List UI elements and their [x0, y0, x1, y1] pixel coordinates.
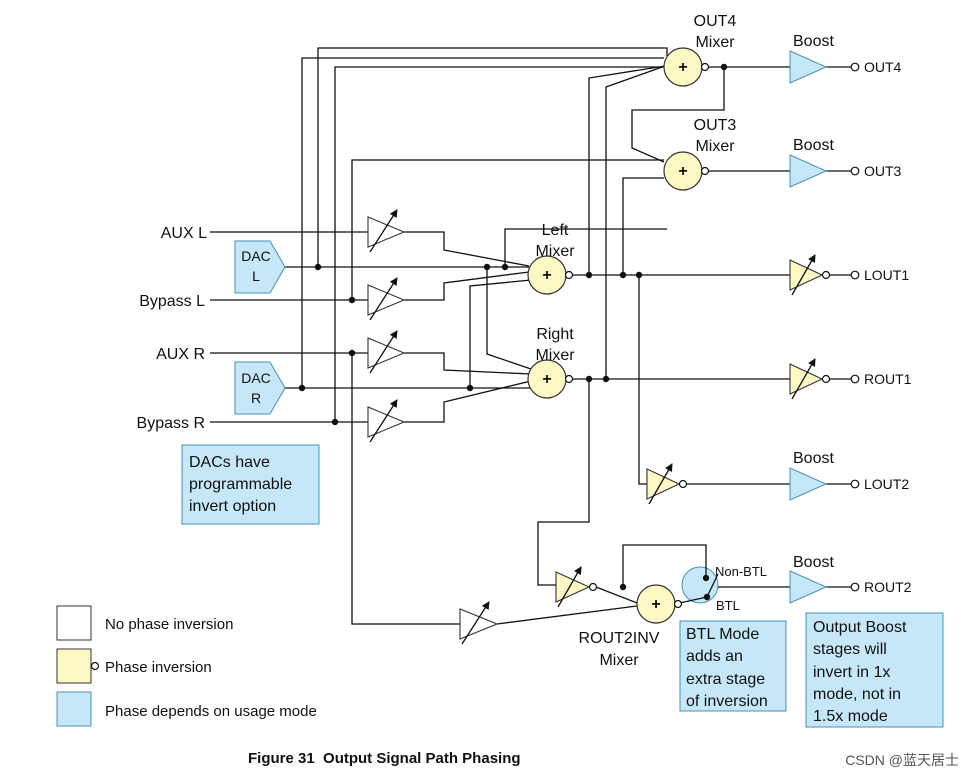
- boost-label: Boost: [793, 33, 834, 50]
- dacs-note-line: DACs have: [189, 454, 270, 471]
- legend-item-usage-mode: Phase depends on usage mode: [56, 691, 317, 727]
- btl-note-line: extra stage: [686, 671, 765, 688]
- pga-rout2-input: [459, 601, 499, 645]
- mixer-out3: + OUT3 Mixer: [663, 117, 737, 191]
- input-label-aux-l: AUX L: [161, 225, 207, 242]
- boost-note-box: [805, 612, 944, 728]
- boost-label: Boost: [793, 554, 834, 571]
- dacs-note: DACs have programmable invert option: [181, 444, 320, 525]
- mixer-label: OUT4: [694, 13, 737, 30]
- dacs-note-box: [181, 444, 320, 525]
- dac-label: L: [252, 268, 260, 284]
- junctions: [298, 63, 728, 601]
- boost-out3: Boost: [789, 137, 834, 188]
- boost-note-line: stages will: [813, 641, 887, 658]
- mixer-plus-symbol: +: [542, 267, 551, 284]
- mixer-label: Mixer: [535, 347, 575, 364]
- switch-label-non-btl: Non-BTL: [715, 564, 767, 579]
- input-label-bypass-l: Bypass L: [139, 293, 205, 310]
- mixer-plus-symbol: +: [678, 163, 687, 180]
- inversion-bubble-icon: [90, 661, 100, 671]
- mixer-label: Right: [536, 326, 574, 343]
- pga-bypass-r: [367, 399, 406, 443]
- output-label: LOUT2: [864, 476, 909, 492]
- switch-label-btl: BTL: [716, 598, 740, 613]
- pga-aux-l: [367, 209, 406, 253]
- legend-swatch: [56, 691, 92, 727]
- boost-out4: Boost: [789, 33, 834, 84]
- legend-swatch: [56, 605, 92, 641]
- boost-rout2: Boost: [789, 554, 834, 604]
- boost-note-line: mode, not in: [813, 686, 901, 703]
- mixer-label: ROUT2INV: [579, 630, 660, 647]
- mixer-label: Mixer: [535, 243, 575, 260]
- legend: No phase inversion Phase inversion Phase…: [56, 605, 317, 727]
- pga-aux-r: [367, 330, 406, 374]
- legend-item-no-inversion: No phase inversion: [56, 605, 233, 641]
- mixer-label: Mixer: [695, 34, 735, 51]
- legend-label: Phase depends on usage mode: [105, 703, 317, 720]
- boost-lout2: Boost: [789, 450, 834, 501]
- figure-caption: Figure 31 Output Signal Path Phasing: [248, 750, 521, 767]
- inverting-pga-lout2: [646, 463, 688, 505]
- output-out3: OUT3: [850, 163, 902, 179]
- mixer-plus-symbol: +: [651, 596, 660, 613]
- boost-label: Boost: [793, 450, 834, 467]
- mixer-label: Mixer: [599, 652, 639, 669]
- mixer-label: Mixer: [695, 138, 735, 155]
- output-rout2: ROUT2: [850, 579, 912, 595]
- dac-l: DAC L: [234, 240, 286, 294]
- mixer-rout2inv: + ROUT2INV Mixer: [579, 584, 683, 669]
- output-label: OUT4: [864, 59, 902, 75]
- boost-note-line: 1.5x mode: [813, 708, 888, 725]
- output-label: OUT3: [864, 163, 902, 179]
- inverting-pga-rout2: [555, 566, 598, 608]
- output-lout2: LOUT2: [850, 476, 909, 492]
- mixer-label: OUT3: [694, 117, 737, 134]
- dac-label: R: [251, 390, 261, 406]
- legend-label: Phase inversion: [105, 659, 212, 676]
- mixer-right: + Right Mixer: [527, 326, 575, 399]
- output-rout1: ROUT1: [850, 371, 912, 387]
- watermark: CSDN @蓝天居士: [845, 752, 959, 768]
- mixer-left: + Left Mixer: [527, 222, 575, 295]
- btl-note-line: BTL Mode: [686, 626, 759, 643]
- dac-r: DAC R: [234, 361, 286, 415]
- wiring: [210, 47, 851, 625]
- dacs-note-line: invert option: [189, 498, 276, 515]
- legend-item-phase-inversion: Phase inversion: [56, 648, 212, 684]
- boost-note-line: Output Boost: [813, 619, 907, 636]
- output-label: LOUT1: [864, 267, 909, 283]
- dacs-note-line: programmable: [189, 476, 292, 493]
- inverting-pga-lout1: [789, 254, 831, 296]
- boost-note: Output Boost stages will invert in 1x mo…: [805, 612, 944, 728]
- output-out4: OUT4: [850, 59, 902, 75]
- input-label-bypass-r: Bypass R: [137, 415, 205, 432]
- mixer-out4: + OUT4 Mixer: [663, 13, 737, 87]
- btl-note-box: [679, 620, 787, 712]
- output-label: ROUT1: [864, 371, 912, 387]
- dac-label: DAC: [241, 248, 271, 264]
- legend-label: No phase inversion: [105, 616, 233, 633]
- input-label-aux-r: AUX R: [156, 346, 205, 363]
- btl-note: BTL Mode adds an extra stage of inversio…: [679, 620, 787, 712]
- boost-note-line: invert in 1x: [813, 664, 890, 681]
- mixer-plus-symbol: +: [678, 59, 687, 76]
- legend-swatch: [56, 648, 92, 684]
- dac-label: DAC: [241, 370, 271, 386]
- inverting-pga-rout1: [789, 358, 831, 400]
- boost-label: Boost: [793, 137, 834, 154]
- btl-note-line: adds an: [686, 648, 743, 665]
- output-lout1: LOUT1: [850, 267, 909, 283]
- pga-bypass-l: [367, 277, 406, 321]
- mixer-label: Left: [542, 222, 569, 239]
- mixer-plus-symbol: +: [542, 371, 551, 388]
- btl-note-line: of inversion: [686, 693, 768, 710]
- output-label: ROUT2: [864, 579, 912, 595]
